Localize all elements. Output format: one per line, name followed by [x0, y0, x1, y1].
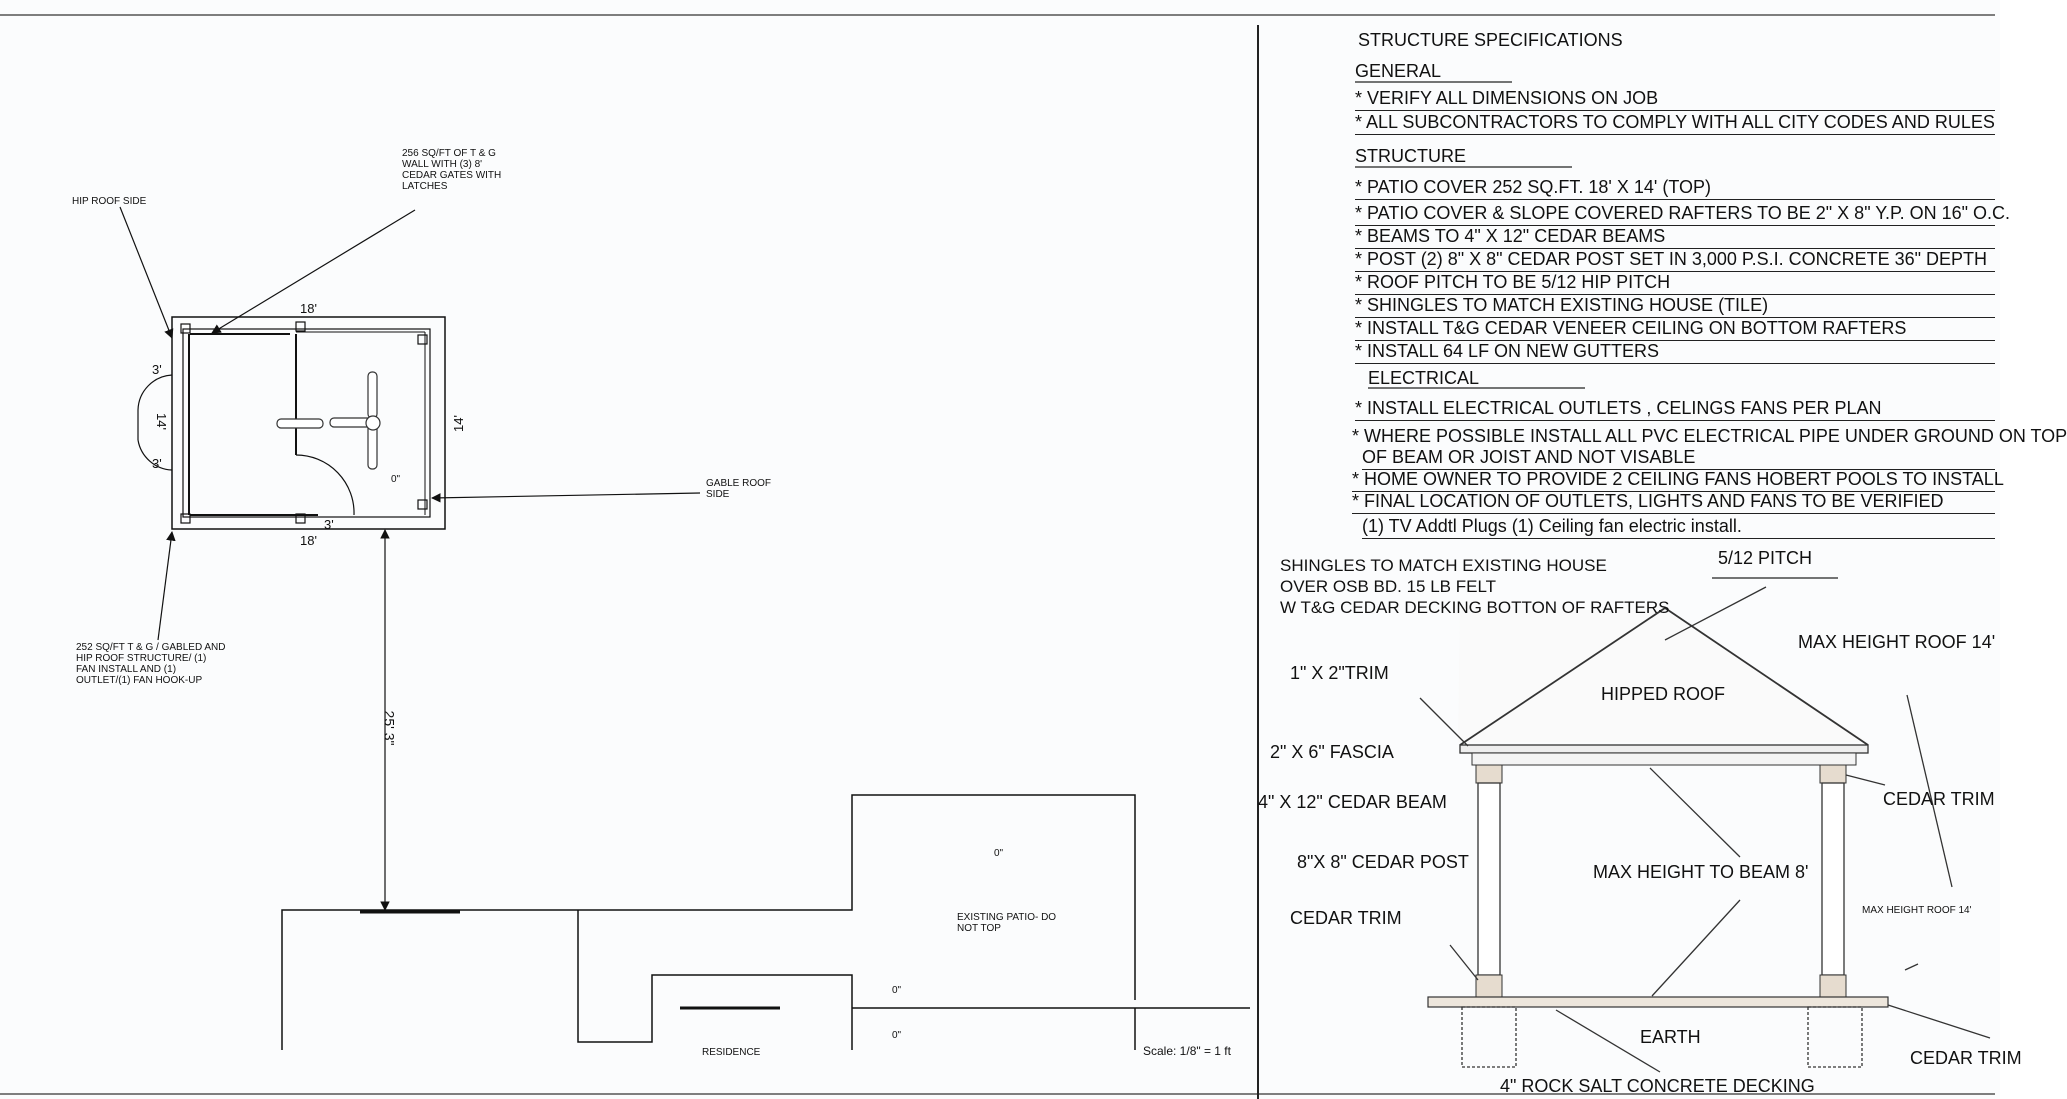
- specs-title: STRUCTURE SPECIFICATIONS: [1358, 30, 1623, 50]
- electrical-heading: ELECTRICAL: [1368, 368, 1480, 388]
- electrical-item: * WHERE POSSIBLE INSTALL ALL PVC ELECTRI…: [1352, 426, 2067, 446]
- dim-right-label: 14': [450, 415, 466, 432]
- wall-note-label: 256 SQ/FT OF T & G WALL WITH (3) 8' CEDA…: [402, 148, 502, 192]
- max-height-roof-label: MAX HEIGHT ROOF 14': [1798, 632, 1996, 652]
- structure-item: * PATIO COVER 252 SQ.FT. 18' X 14' (TOP): [1355, 177, 1995, 200]
- cedar-trim-left-label: CEDAR TRIM: [1290, 908, 1402, 928]
- electrical-item: (1) TV Addtl Plugs (1) Ceiling fan elect…: [1362, 516, 1995, 539]
- existing-patio-label: EXISTING PATIO- DO NOT TOP: [957, 912, 1057, 934]
- line-work: [0, 14, 1995, 1099]
- upper-elevation-label: 0": [994, 848, 1004, 859]
- gable-roof-side-label: GABLE ROOF SIDE: [706, 478, 772, 500]
- low-elevation-label: 0": [892, 1030, 902, 1041]
- gate-front-label: 3': [324, 517, 334, 532]
- structure-item: * POST (2) 8" X 8" CEDAR POST SET IN 3,0…: [1355, 249, 1995, 272]
- structure-item: * SHINGLES TO MATCH EXISTING HOUSE (TILE…: [1355, 295, 1995, 318]
- dim-top-label: 18': [300, 301, 317, 316]
- post-label: 8"X 8" CEDAR POST: [1297, 852, 1469, 872]
- structure-note-label: 252 SQ/FT T & G / GABLED AND HIP ROOF ST…: [76, 642, 226, 686]
- structure-item: * BEAMS TO 4" X 12" CEDAR BEAMS: [1355, 226, 1995, 249]
- cedar-trim-bottom-label: CEDAR TRIM: [1910, 1048, 2022, 1068]
- site-outline: [281, 794, 1250, 1050]
- beam-label: 4" X 12" CEDAR BEAM: [1258, 792, 1447, 812]
- electrical-item: * FINAL LOCATION OF OUTLETS, LIGHTS AND …: [1352, 491, 1995, 514]
- earth-label: EARTH: [1640, 1027, 1701, 1047]
- general-item: * VERIFY ALL DIMENSIONS ON JOB: [1355, 88, 1995, 111]
- shingles-note-line: OVER OSB BD. 15 LB FELT: [1280, 577, 1497, 596]
- mid-elevation-label: 0": [892, 985, 902, 996]
- ceiling-fan-icon: [276, 371, 381, 470]
- decking-label: 4" ROCK SALT CONCRETE DECKING: [1500, 1076, 1815, 1096]
- hipped-roof-label: HIPPED ROOF: [1601, 684, 1726, 704]
- electrical-item: * HOME OWNER TO PROVIDE 2 CEILING FANS H…: [1352, 469, 2004, 492]
- structure-heading: STRUCTURE: [1355, 146, 1466, 166]
- pitch-label: 5/12 PITCH: [1718, 548, 1813, 568]
- structure-item: * INSTALL 64 LF ON NEW GUTTERS: [1355, 341, 1995, 364]
- cedar-trim-right-label: CEDAR TRIM: [1883, 789, 1995, 809]
- general-item: * ALL SUBCONTRACTORS TO COMPLY WITH ALL …: [1355, 112, 1995, 135]
- structure-item: * PATIO COVER & SLOPE COVERED RAFTERS TO…: [1355, 203, 2010, 226]
- structure-item: * ROOF PITCH TO BE 5/12 HIP PITCH: [1355, 272, 1995, 295]
- dim-left-label: 14': [153, 413, 169, 430]
- structure-item: * INSTALL T&G CEDAR VENEER CEILING ON BO…: [1355, 318, 1995, 341]
- hip-roof-side-label: HIP ROOF SIDE: [72, 196, 147, 207]
- distance-label: 25' 3": [381, 710, 398, 746]
- fascia-label: 2" X 6" FASCIA: [1270, 742, 1394, 762]
- shingles-note-line: W T&G CEDAR DECKING BOTTON OF RAFTERS: [1280, 598, 1670, 617]
- general-heading: GENERAL: [1355, 61, 1442, 81]
- trim-label: 1" X 2"TRIM: [1290, 663, 1389, 683]
- elevation-drawing: [1427, 607, 1889, 1068]
- residence-label: RESIDENCE: [702, 1047, 761, 1058]
- gate-top-label: 3': [152, 362, 162, 377]
- max-height-beam-label: MAX HEIGHT TO BEAM 8': [1593, 862, 1809, 882]
- plan-structure: [137, 316, 446, 530]
- scale-label: Scale: 1/8" = 1 ft: [1143, 1044, 1231, 1058]
- elevation-leaders: [1419, 586, 1991, 1073]
- gate-bottom-label: 3': [152, 456, 162, 471]
- dim-bottom-label: 18': [300, 533, 317, 548]
- max-height-roof-small-label: MAX HEIGHT ROOF 14': [1862, 905, 1972, 916]
- drawing-sheet: [0, 0, 2000, 1099]
- room-elevation-label: 0": [391, 474, 401, 485]
- electrical-item: OF BEAM OR JOIST AND NOT VISABLE: [1362, 447, 1995, 470]
- shingles-note-line: SHINGLES TO MATCH EXISTING HOUSE: [1280, 556, 1607, 575]
- electrical-item: * INSTALL ELECTRICAL OUTLETS , CELINGS F…: [1355, 398, 1995, 421]
